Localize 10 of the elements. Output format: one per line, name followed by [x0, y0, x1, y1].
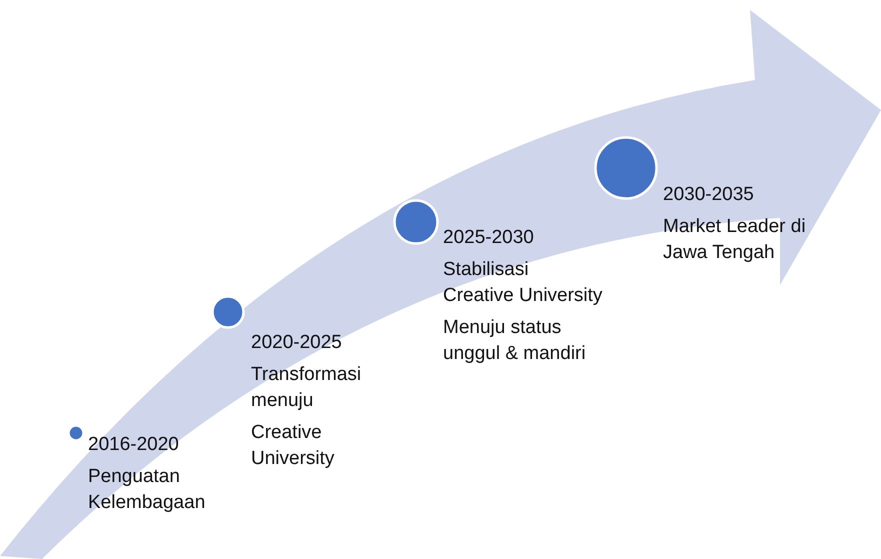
period-label: 2025-2030: [443, 226, 535, 250]
period-label: 2016-2020: [88, 433, 180, 457]
milestone-text: Market Leader di Jawa Tengah: [663, 215, 807, 265]
period-label: 2020-2025: [251, 331, 343, 355]
period-label: 2030-2035: [663, 183, 755, 207]
milestone-text: Transformasi menuju: [251, 363, 362, 413]
milestone-text: Menuju status unggul & mandiri: [443, 316, 587, 366]
milestone-text: Stabilisasi Creative University: [443, 258, 603, 308]
milestone-text: Creative University: [251, 421, 336, 471]
milestone-text: Penguatan Kelembagaan: [88, 465, 206, 515]
